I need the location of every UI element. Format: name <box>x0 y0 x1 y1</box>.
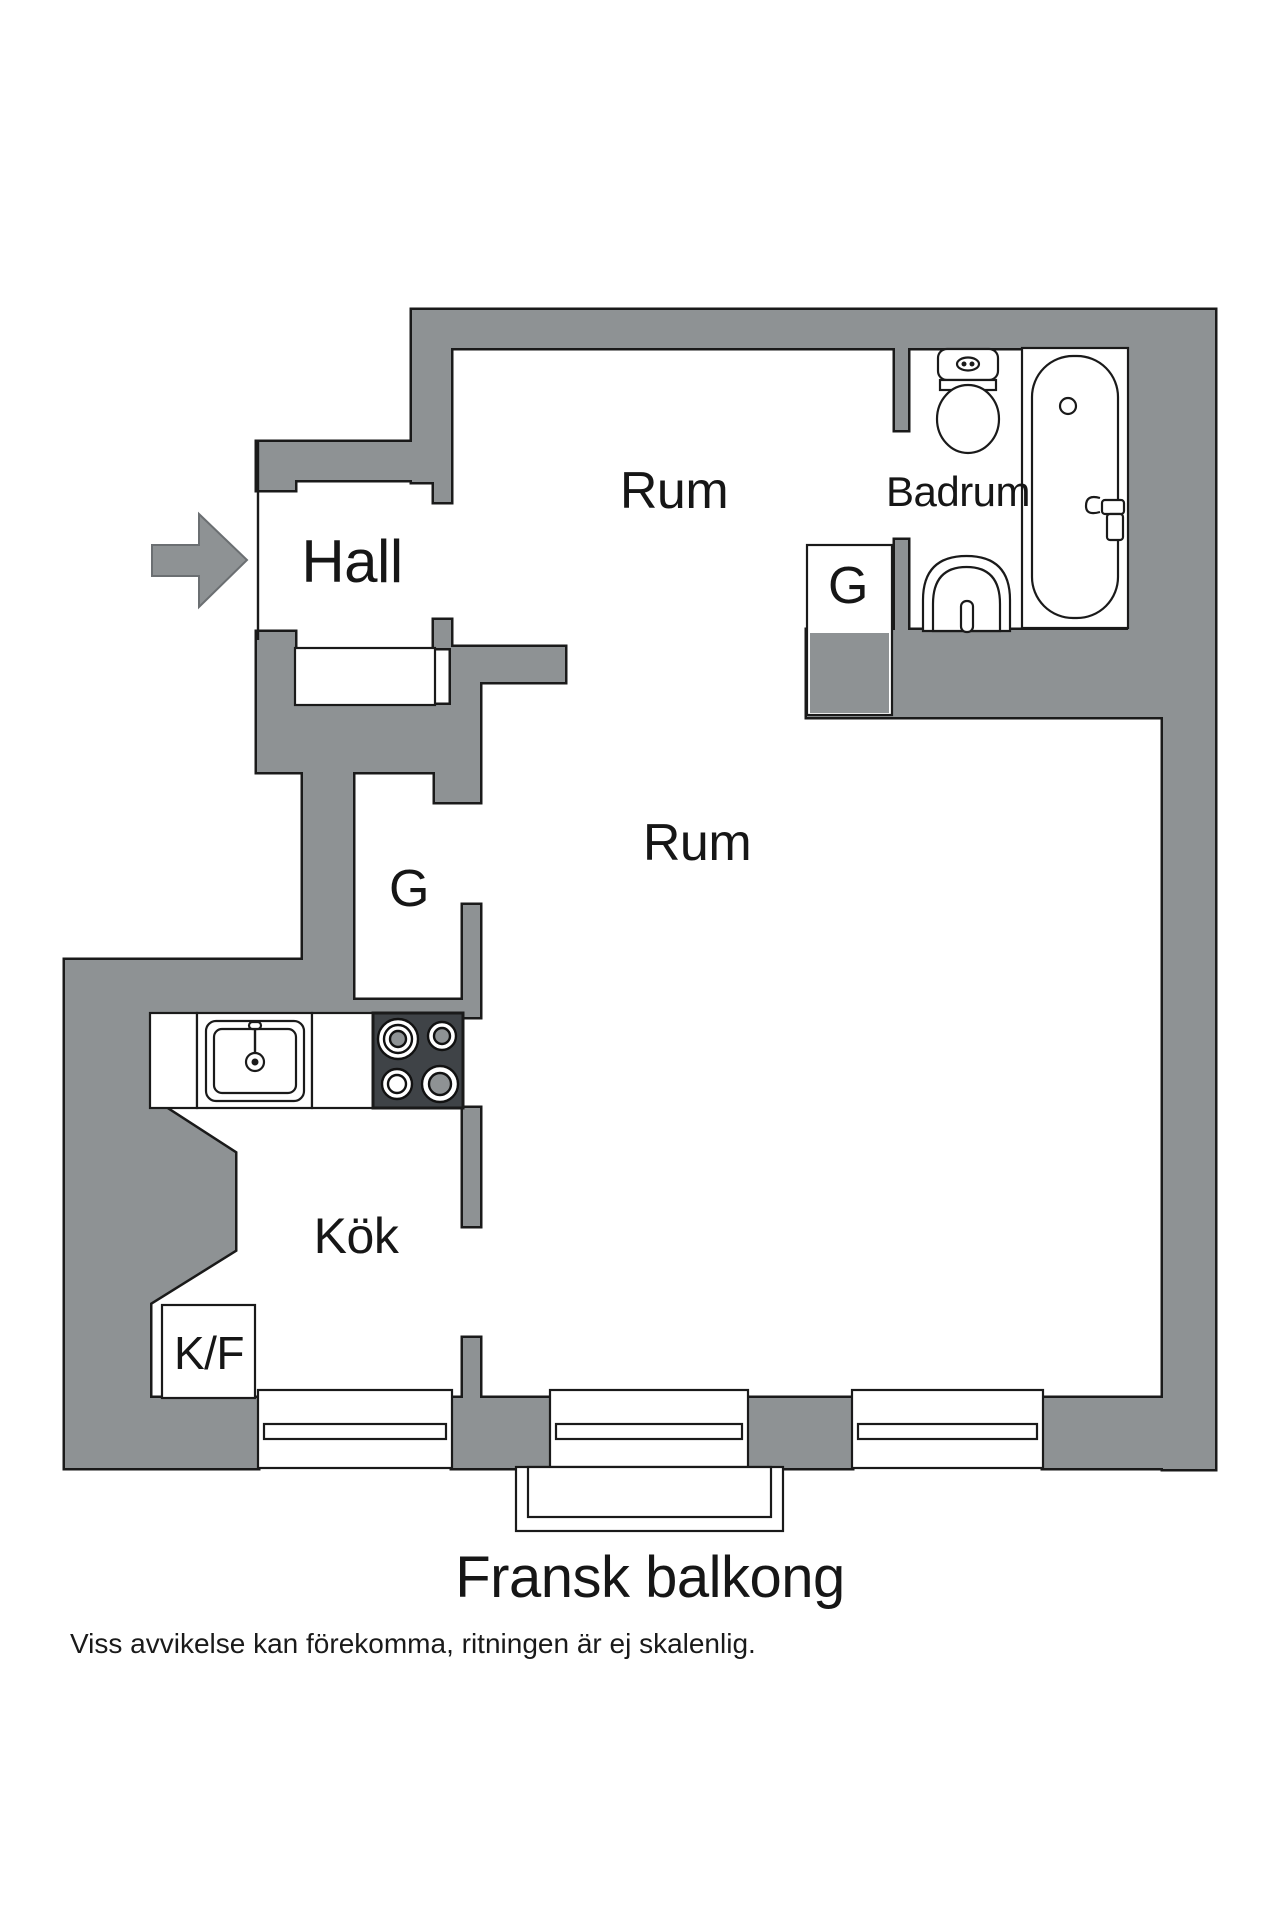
label-french-balcony: Fransk balkong <box>455 1545 845 1610</box>
label-closet-hall: G <box>389 860 429 918</box>
label-bathroom: Badrum <box>885 468 1031 515</box>
closet-bathroom-box <box>805 543 894 717</box>
stove-icon <box>371 1011 465 1110</box>
fridge-freezer-box <box>160 1303 257 1400</box>
hall-niche <box>293 646 437 707</box>
window-3 <box>850 1388 1045 1470</box>
label-room-main: Rum <box>642 814 752 872</box>
label-fridge-freezer: K/F <box>173 1327 245 1379</box>
window-1 <box>256 1388 454 1470</box>
label-closet-bathroom: G <box>828 557 868 615</box>
bathroom-sink-icon <box>921 554 1012 634</box>
label-room-top: Rum <box>619 462 729 520</box>
toilet-icon <box>935 347 1001 455</box>
french-balcony-bracket <box>514 1465 785 1533</box>
entrance-arrow-icon <box>151 511 249 610</box>
bathtub-icon <box>1020 346 1130 630</box>
counter-left <box>148 1011 199 1110</box>
disclaimer-text: Viss avvikelse kan förekomma, ritningen … <box>70 1628 756 1659</box>
kitchen-sink-icon <box>204 1019 306 1103</box>
label-hall: Hall <box>301 528 403 595</box>
label-kitchen: Kök <box>313 1208 399 1264</box>
window-2 <box>548 1388 750 1470</box>
counter-mid <box>310 1011 375 1110</box>
